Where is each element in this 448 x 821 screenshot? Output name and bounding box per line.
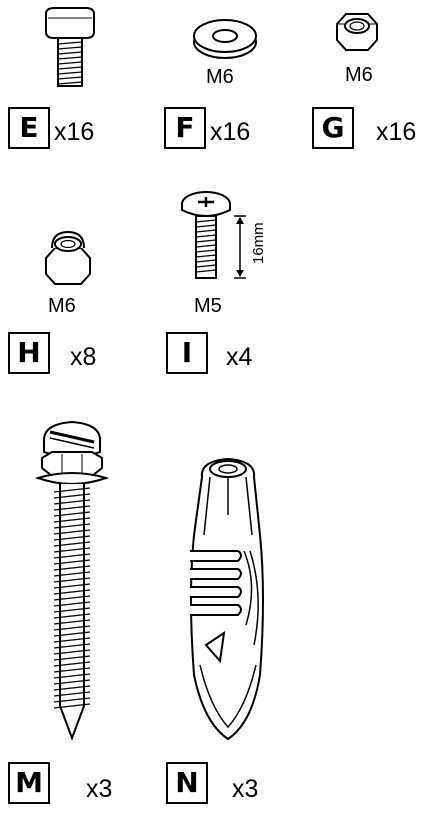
lock-nut-icon (45, 230, 91, 285)
part-length-i: 16mm (250, 222, 267, 264)
part-qty-f: x16 (210, 118, 251, 146)
lag-screw-icon (34, 420, 110, 741)
washer-icon (193, 19, 257, 59)
part-qty-i: x4 (226, 343, 253, 371)
part-qty-m: x3 (86, 775, 113, 803)
part-qty-e: x16 (54, 118, 95, 146)
part-letter-g: G (312, 107, 354, 149)
part-size-h: M6 (48, 295, 76, 317)
part-letter-n: N (166, 762, 208, 804)
bolt-icon (45, 7, 95, 87)
part-qty-n: x3 (232, 775, 259, 803)
part-letter-h: H (8, 332, 50, 374)
wall-anchor-icon (190, 457, 264, 741)
part-qty-g: x16 (376, 118, 417, 146)
hex-nut-icon (336, 13, 378, 51)
phillips-machine-screw-icon (181, 191, 231, 279)
part-size-g: M6 (345, 64, 373, 86)
part-letter-e: E (8, 107, 50, 149)
part-size-f: M6 (206, 66, 234, 88)
part-size-i: M5 (194, 295, 222, 317)
part-qty-h: x8 (70, 343, 97, 371)
part-letter-m: M (8, 762, 50, 804)
part-letter-f: F (164, 107, 206, 149)
length-dimension-icon (234, 215, 246, 279)
part-letter-i: I (166, 332, 208, 374)
